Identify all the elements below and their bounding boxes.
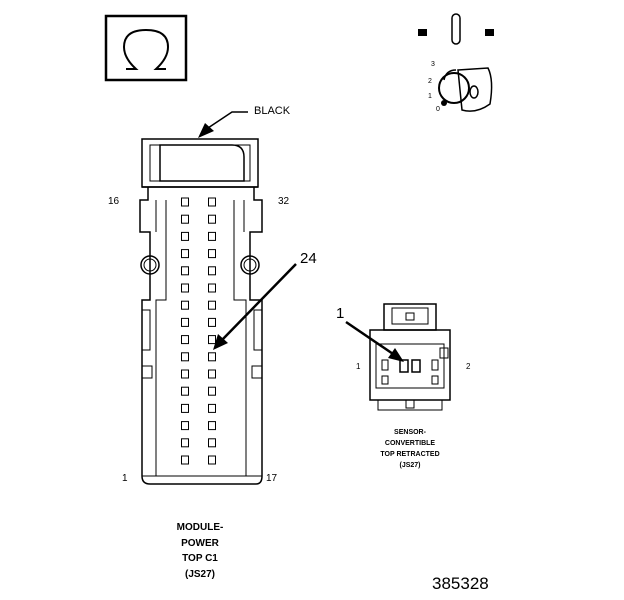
pin-cavity xyxy=(208,317,216,327)
key-position-2: 2 xyxy=(428,78,432,85)
pin-label-17: 17 xyxy=(266,473,278,484)
pin-cavity xyxy=(181,266,189,276)
callout-24-arrow xyxy=(213,263,297,350)
pin-cavity xyxy=(181,249,189,259)
pin-cavity xyxy=(181,438,189,448)
pin-cavity xyxy=(181,300,189,310)
pin-cavity xyxy=(181,369,189,379)
pin-cavity-grid xyxy=(181,197,216,465)
pin-cavity xyxy=(208,403,216,413)
sensor-caption: SENSOR- CONVERTIBLE TOP RETRACTED (JS27) xyxy=(360,428,460,471)
caption-line: (JS27) xyxy=(184,568,215,580)
pin-cavity xyxy=(181,352,189,362)
wire-color-label: BLACK xyxy=(254,105,291,117)
pin-cavity xyxy=(208,386,216,396)
callout-1-arrow xyxy=(345,320,404,362)
caption-line: (JS27) xyxy=(399,461,421,469)
pin-cavity xyxy=(208,266,216,276)
pin-cavity xyxy=(181,317,189,327)
pin-cavity xyxy=(181,403,189,413)
module-power-caption: MODULE- POWER TOP C1 (JS27) xyxy=(150,520,250,582)
caption-line: MODULE- xyxy=(176,522,224,533)
pin-cavity xyxy=(181,283,189,293)
pin-cavity xyxy=(208,352,216,362)
sensor-pin-label-1: 1 xyxy=(356,362,361,371)
callout-1-label: 1 xyxy=(336,305,345,322)
key-position-0: 0 xyxy=(436,106,440,113)
caption-line: CONVERTIBLE xyxy=(384,439,436,447)
pin-cavity xyxy=(208,249,216,259)
callout-24-label: 24 xyxy=(300,250,317,267)
pin-cavity xyxy=(208,369,216,379)
pin-cavity xyxy=(208,214,216,224)
pin-cavity xyxy=(208,197,216,207)
pin-cavity xyxy=(208,455,216,465)
caption-line: SENSOR- xyxy=(394,429,426,436)
pin-cavity xyxy=(181,421,189,431)
pin-cavity xyxy=(181,231,189,241)
pin-label-16: 16 xyxy=(108,196,120,207)
key-position-1: 1 xyxy=(428,93,432,100)
sensor-convertible-top-connector xyxy=(369,303,451,411)
caption-line: POWER xyxy=(181,537,219,549)
pin-cavity xyxy=(208,283,216,293)
pin-cavity xyxy=(181,455,189,465)
omega-icon xyxy=(104,14,188,82)
sensor-pin-label-2: 2 xyxy=(466,362,471,371)
pin-cavity xyxy=(208,335,216,345)
black-wire-leader xyxy=(198,111,248,138)
ignition-key-icon xyxy=(418,13,494,112)
module-power-top-connector xyxy=(139,138,263,485)
caption-line: TOP RETRACTED xyxy=(380,450,440,458)
pin-cavity xyxy=(181,335,189,345)
pin-cavity xyxy=(208,438,216,448)
pin-cavity xyxy=(181,214,189,224)
key-position-3: 3 xyxy=(431,61,435,68)
pin-cavity xyxy=(208,421,216,431)
caption-line: TOP C1 xyxy=(182,553,218,564)
pin-cavity xyxy=(181,386,189,396)
pin-label-1: 1 xyxy=(122,473,128,484)
pin-cavity xyxy=(208,231,216,241)
pin-cavity xyxy=(208,300,216,310)
figure-number: 385328 xyxy=(432,574,489,593)
pin-cavity xyxy=(181,197,189,207)
pin-label-32: 32 xyxy=(278,196,290,207)
